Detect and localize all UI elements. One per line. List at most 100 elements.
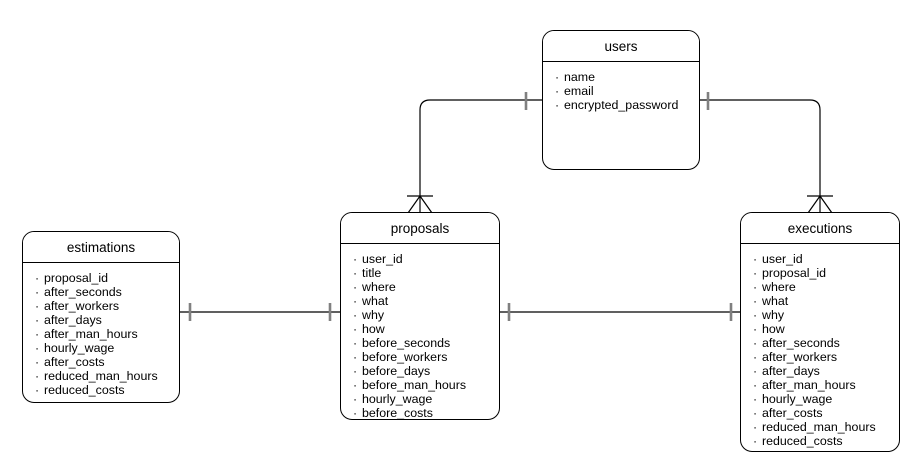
field-row: · where (741, 280, 899, 294)
bullet-icon: · (753, 280, 758, 294)
field-label: reduced_costs (762, 434, 843, 448)
bullet-icon: · (753, 392, 758, 406)
field-label: after_man_hours (762, 378, 856, 392)
bullet-icon: · (353, 350, 358, 364)
field-row: · proposal_id (741, 266, 899, 280)
entity-executions[interactable]: executions ·user_id ·proposal_id ·where … (740, 212, 900, 452)
field-row: ·after_days (23, 313, 179, 327)
bullet-icon: · (753, 364, 758, 378)
field-label: after_workers (44, 299, 120, 313)
bullet-icon: · (353, 392, 358, 406)
bullet-icon: · (35, 327, 40, 341)
field-row: ·after_workers (741, 350, 899, 364)
bullet-icon: · (353, 266, 358, 280)
field-row: · why (341, 308, 499, 322)
bullet-icon: · (35, 383, 40, 397)
field-label: hourly_wage (44, 341, 115, 355)
bullet-icon: · (35, 299, 40, 313)
field-label: after_seconds (762, 336, 840, 350)
field-row: ·hourly_wage (741, 392, 899, 406)
field-row: · after_man_hours (23, 327, 179, 341)
field-label: how (762, 322, 785, 336)
field-label: where (362, 280, 396, 294)
field-row: · after_man_hours (741, 378, 899, 392)
entity-title-users: users (543, 31, 699, 62)
field-label: user_id (362, 252, 403, 266)
field-row: ·after_seconds (23, 285, 179, 299)
bullet-icon: · (753, 266, 758, 280)
field-row: ·reduced_costs (23, 383, 179, 397)
bullet-icon: · (353, 406, 358, 420)
bullet-icon: · (353, 336, 358, 350)
field-row: · after_workers (23, 299, 179, 313)
bullet-icon: · (555, 98, 560, 112)
field-label: where (762, 280, 796, 294)
bullet-icon: · (353, 308, 358, 322)
field-label: before_seconds (362, 336, 451, 350)
bullet-icon: · (753, 350, 758, 364)
field-row: · before_man_hours (341, 378, 499, 392)
field-label: before_days (362, 364, 431, 378)
field-row: ·hourly_wage (341, 392, 499, 406)
field-label: after_man_hours (44, 327, 138, 341)
field-row: · reduced_costs (741, 434, 899, 448)
bullet-icon: · (555, 70, 560, 84)
bullet-icon: · (35, 355, 40, 369)
bullet-icon: · (353, 294, 358, 308)
field-label: reduced_man_hours (44, 369, 158, 383)
entity-fields-estimations: · proposal_id ·after_seconds · after_worke… (23, 263, 179, 402)
field-label: after_days (762, 364, 820, 378)
entity-proposals[interactable]: proposals ·user_id ·title ·where ·what ·… (340, 212, 500, 420)
field-row: · before_days (341, 364, 499, 378)
connector-users-executions (700, 99, 821, 212)
field-label: proposal_id (762, 266, 827, 280)
field-row: ·how (341, 322, 499, 336)
field-row: ·user_id (341, 252, 499, 266)
field-label: before_man_hours (362, 378, 467, 392)
field-row: · encrypted_password (543, 98, 699, 112)
field-row: ·user_id (741, 252, 899, 266)
entity-title-proposals: proposals (341, 213, 499, 244)
field-row: · title (341, 266, 499, 280)
field-row: ·email (543, 84, 699, 98)
entity-title-estimations: estimations (23, 232, 179, 263)
field-row: · why (741, 308, 899, 322)
field-label: encrypted_password (564, 98, 679, 112)
field-label: title (362, 266, 382, 280)
field-label: how (362, 322, 385, 336)
bullet-icon: · (753, 434, 758, 448)
field-label: after_costs (44, 355, 105, 369)
bullet-icon: · (353, 378, 358, 392)
bullet-icon: · (753, 308, 758, 322)
field-label: user_id (762, 252, 803, 266)
field-row: · hourly_wage (23, 341, 179, 355)
bullet-icon: · (753, 336, 758, 350)
field-label: reduced_man_hours (762, 420, 876, 434)
field-row: ·what (341, 294, 499, 308)
entity-fields-users: · name ·email · encrypted_password (543, 62, 699, 120)
field-row: · after_seconds (741, 336, 899, 350)
bullet-icon: · (753, 294, 758, 308)
field-label: why (762, 308, 785, 322)
field-label: before_costs (362, 406, 433, 420)
field-row: ·after_costs (741, 406, 899, 420)
field-row: ·where (341, 280, 499, 294)
field-row: · before_seconds (341, 336, 499, 350)
bullet-icon: · (35, 341, 40, 355)
bullet-icon: · (353, 364, 358, 378)
entity-estimations[interactable]: estimations · proposal_id ·after_seconds … (22, 231, 180, 403)
crowsfoot-executions (807, 195, 833, 214)
entity-users[interactable]: users · name ·email · encrypted_password (542, 30, 700, 170)
field-label: proposal_id (44, 271, 109, 285)
field-row: ·how (741, 322, 899, 336)
crowsfoot-proposals (407, 195, 433, 214)
field-label: why (362, 308, 385, 322)
bullet-icon: · (753, 378, 758, 392)
bullet-icon: · (35, 369, 40, 383)
field-label: name (564, 70, 595, 84)
field-row: · after_days (741, 364, 899, 378)
bullet-icon: · (35, 313, 40, 327)
field-row: ·what (741, 294, 899, 308)
field-row: · before_costs (341, 406, 499, 420)
bullet-icon: · (555, 84, 560, 98)
